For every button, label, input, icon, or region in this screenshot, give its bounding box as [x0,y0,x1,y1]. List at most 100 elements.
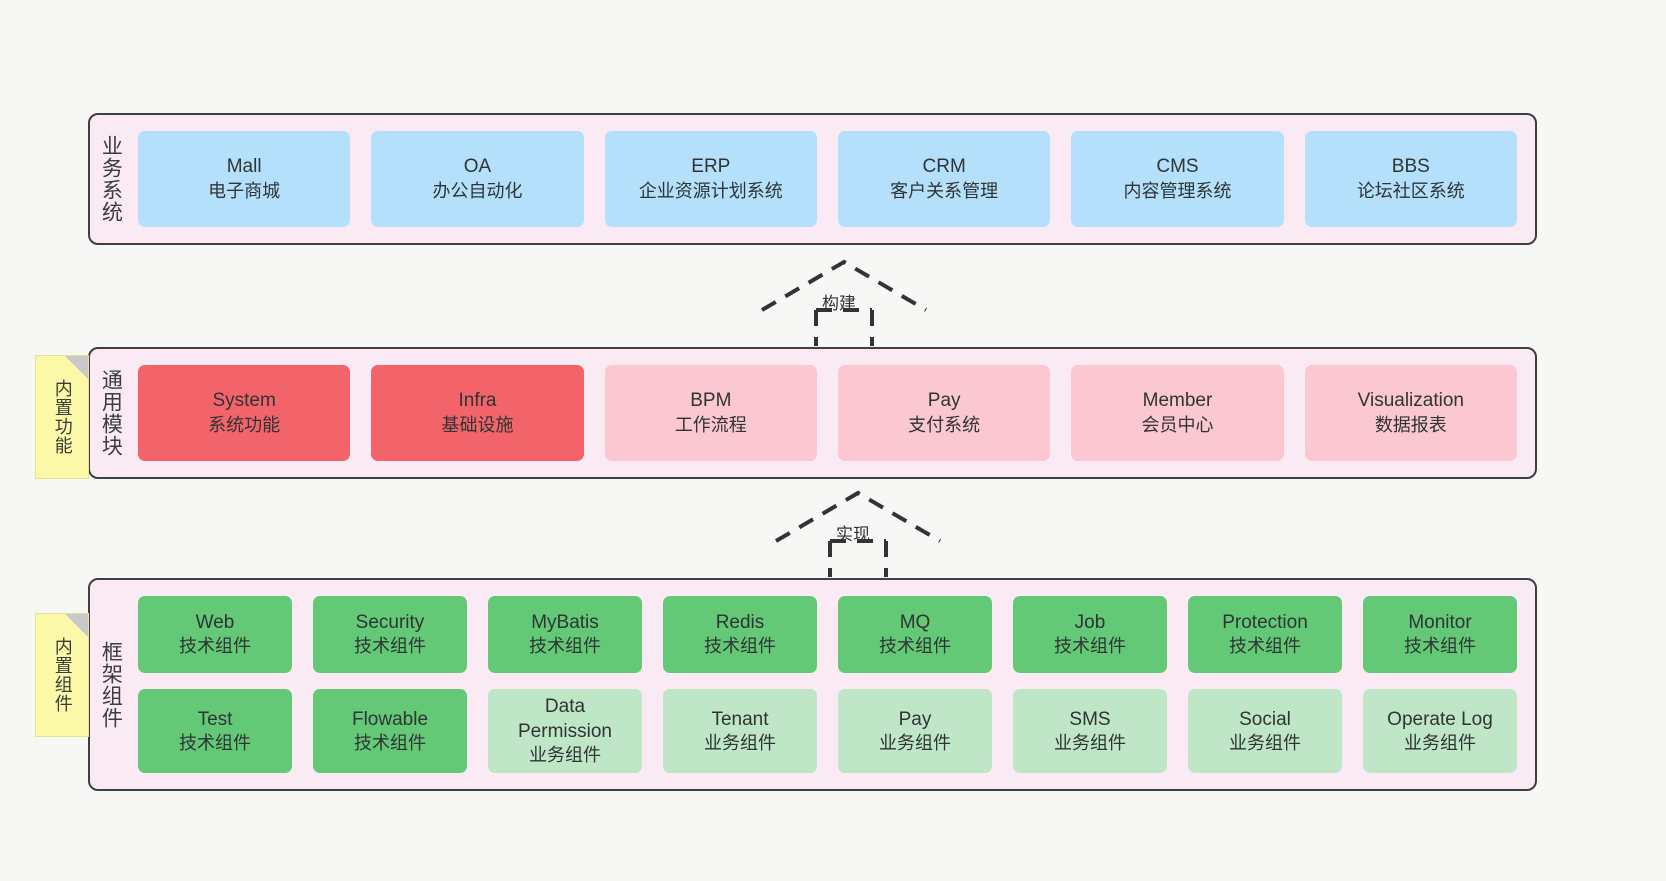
card-title-en: CMS [1156,156,1199,178]
card-title-en: Social [1239,708,1291,730]
card-title-en: Infra [458,390,497,412]
card-title-cn: 业务组件 [704,732,776,753]
card-bbs[interactable]: BBS 论坛社区系统 [1304,131,1517,227]
card-title-cn: 技术组件 [179,732,251,753]
card-social[interactable]: Social 业务组件 [1188,689,1342,773]
connector-build: 构建 [754,258,934,346]
card-title-cn: 技术组件 [354,636,426,657]
note-builtin-function[interactable]: 内置功能 [35,355,89,479]
card-pay-component[interactable]: Pay 业务组件 [838,689,992,773]
card-pay[interactable]: Pay 支付系统 [837,365,1051,461]
note-builtin-component[interactable]: 内置组件 [35,613,89,737]
card-title-en: MyBatis [531,612,599,633]
card-title-en: Job [1074,612,1106,633]
card-title-en: Pay [898,708,932,730]
card-title-en: System [212,390,276,412]
card-title-en: Test [197,708,233,730]
layer-framework-components: 框架组件 Web 技术组件 Security 技术组件 MyBatis 技术组件… [88,578,1537,791]
card-title-en: Tenant [711,708,769,730]
card-mq[interactable]: MQ 技术组件 [838,596,992,674]
layer-label-framework: 框架组件 [99,640,123,729]
card-title-en: Pay [927,390,961,412]
card-operate-log[interactable]: Operate Log 业务组件 [1363,689,1517,773]
card-title-en: Redis [715,612,765,633]
card-title-cn: 业务组件 [879,732,951,753]
card-protection[interactable]: Protection 技术组件 [1188,596,1342,674]
layer-business-systems: 业务系统 Mall 电子商城 OA 办公自动化 ERP 企业资源计划系统 CRM… [88,113,1537,245]
card-title-cn: 办公自动化 [432,180,523,201]
layer-common-modules: 通用模块 System 系统功能 Infra 基础设施 BPM 工作流程 Pay… [88,347,1537,479]
card-mall[interactable]: Mall 电子商城 [138,131,351,227]
card-title-en: Member [1142,390,1213,412]
card-title-en: Operate Log [1387,708,1493,730]
card-test[interactable]: Test 技术组件 [138,689,292,773]
card-title-en: Mall [226,156,262,178]
card-title-cn: 技术组件 [179,636,251,657]
card-web[interactable]: Web 技术组件 [138,596,292,674]
framework-card-grid: Web 技术组件 Security 技术组件 MyBatis 技术组件 Redi… [130,580,1535,789]
card-title-en: Monitor [1408,612,1472,633]
note-label: 内置组件 [52,637,73,713]
card-title-en: Security [355,612,425,633]
card-redis[interactable]: Redis 技术组件 [663,596,817,674]
card-title-cn: 会员中心 [1141,414,1214,435]
card-title-en: Protection [1222,612,1308,633]
connector-realize: 实现 [768,489,948,577]
card-cms[interactable]: CMS 内容管理系统 [1071,131,1284,227]
card-title-en: Data Permission [518,696,612,742]
card-crm[interactable]: CRM 客户关系管理 [837,131,1051,227]
card-visualization[interactable]: Visualization 数据报表 [1304,365,1517,461]
card-job[interactable]: Job 技术组件 [1013,596,1167,674]
card-title-cn: 系统功能 [208,414,281,435]
card-title-cn: 技术组件 [1054,636,1126,657]
business-card-grid: Mall 电子商城 OA 办公自动化 ERP 企业资源计划系统 CRM 客户关系… [130,115,1535,243]
card-title-en: Web [195,612,235,633]
card-title-en: BBS [1391,156,1430,178]
card-title-cn: 业务组件 [1229,732,1301,753]
card-data-permission[interactable]: Data Permission 业务组件 [488,689,642,773]
card-title-cn: 业务组件 [529,744,601,765]
card-title-cn: 技术组件 [1404,636,1476,657]
card-title-en: CRM [922,156,966,178]
card-flowable[interactable]: Flowable 技术组件 [313,689,467,773]
note-fold-icon [65,614,88,637]
connector-label-build: 构建 [822,294,856,313]
card-mybatis[interactable]: MyBatis 技术组件 [488,596,642,674]
card-monitor[interactable]: Monitor 技术组件 [1363,596,1517,674]
card-title-cn: 技术组件 [529,636,601,657]
card-infra[interactable]: Infra 基础设施 [371,365,584,461]
card-title-en: MQ [899,612,931,633]
layer-label-common: 通用模块 [99,369,123,457]
card-title-cn: 业务组件 [1404,732,1476,753]
card-title-en: SMS [1069,708,1111,730]
card-title-en: Flowable [351,708,429,730]
card-title-cn: 客户关系管理 [890,180,999,201]
card-title-cn: 论坛社区系统 [1356,180,1465,201]
card-tenant[interactable]: Tenant 业务组件 [663,689,817,773]
card-system[interactable]: System 系统功能 [138,365,351,461]
card-title-en: BPM [690,390,732,412]
card-title-cn: 业务组件 [1054,732,1126,753]
card-title-cn: 支付系统 [908,414,981,435]
arrow-head-realize [774,490,942,543]
note-fold-icon [65,356,88,379]
card-title-cn: 电子商城 [208,180,281,201]
card-title-cn: 技术组件 [704,636,776,657]
card-title-cn: 技术组件 [1229,636,1301,657]
note-label: 内置功能 [52,379,73,455]
card-title-en: OA [463,156,492,178]
card-title-en: ERP [691,156,731,178]
layer-label-business: 业务系统 [99,135,123,223]
card-title-cn: 工作流程 [674,414,747,435]
card-bpm[interactable]: BPM 工作流程 [604,365,817,461]
card-title-en: Visualization [1357,390,1464,412]
card-sms[interactable]: SMS 业务组件 [1013,689,1167,773]
card-oa[interactable]: OA 办公自动化 [371,131,584,227]
card-title-cn: 企业资源计划系统 [638,180,783,201]
arrow-head-build [760,259,928,312]
card-erp[interactable]: ERP 企业资源计划系统 [604,131,817,227]
card-title-cn: 技术组件 [879,636,951,657]
card-security[interactable]: Security 技术组件 [313,596,467,674]
card-member[interactable]: Member 会员中心 [1071,365,1284,461]
